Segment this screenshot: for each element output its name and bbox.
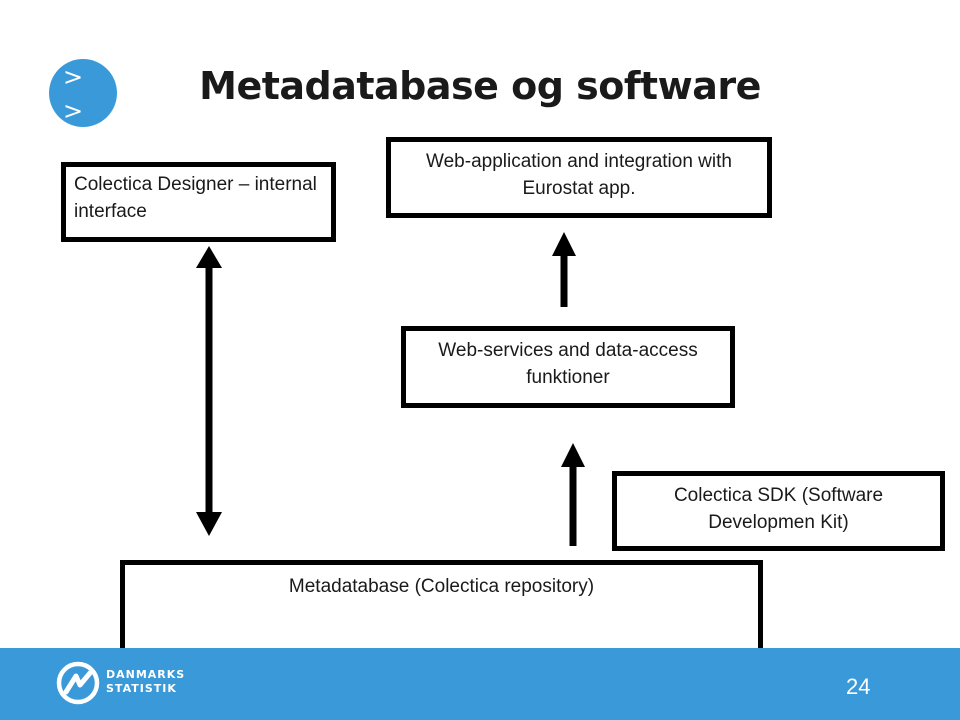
web-services-label: Web-services and data-access funktioner (438, 340, 698, 388)
web-application-box: Web-application and integration with Eur… (386, 137, 772, 218)
footer-bar (0, 648, 960, 720)
web-services-box: Web-services and data-access funktioner (401, 326, 735, 408)
metadatabase-label: Metadatabase (Colectica repository) (288, 576, 595, 597)
chevron-right-icon: > (63, 97, 84, 125)
page-number: 24 (846, 674, 871, 699)
org-name-line1: DANMARKS (106, 668, 186, 681)
colectica-designer-box: Colectica Designer – internal interface (61, 162, 336, 242)
metadatabase-box: Metadatabase (Colectica repository) (120, 560, 763, 658)
colectica-sdk-box: Colectica SDK (Software Developmen Kit) (612, 471, 945, 551)
colectica-designer-label: Colectica Designer – internal interface (74, 174, 317, 222)
slide-title: Metadatabase og software (199, 64, 761, 108)
danmarks-statistik-logo-icon (56, 661, 100, 705)
colectica-sdk-label: Colectica SDK (Software Developmen Kit) (673, 485, 884, 533)
web-application-label: Web-application and integration with Eur… (426, 151, 732, 199)
metadb-to-webservices-arrow (561, 443, 585, 546)
designer-metadb-double-arrow (196, 246, 222, 536)
header-logo-icon: > > (49, 59, 117, 127)
chevron-right-icon: > (63, 63, 84, 91)
org-name-line2: STATISTIK (106, 682, 177, 695)
webservices-to-webapp-arrow (552, 232, 576, 307)
